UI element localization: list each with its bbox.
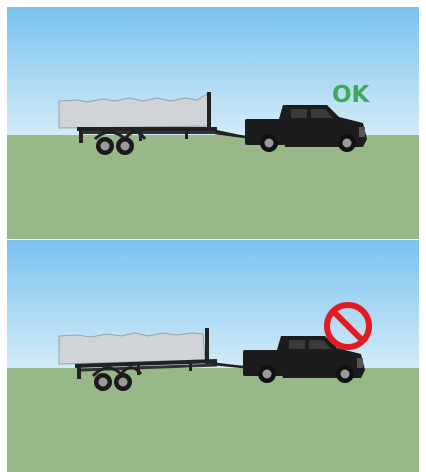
scene-tilted-trailer — [7, 240, 419, 472]
panel-not-ok — [7, 240, 419, 472]
trailer-deck — [77, 127, 217, 131]
truck-window — [289, 340, 305, 349]
panel-ok: OK — [7, 7, 419, 239]
ground — [7, 368, 419, 472]
truck-wheel — [258, 365, 276, 383]
truck-grille — [357, 358, 363, 368]
truck-wheel — [336, 365, 354, 383]
scene-level-trailer — [7, 7, 419, 239]
truck-wheel — [260, 134, 278, 152]
trailer-wheel — [94, 373, 112, 391]
trailer-load — [59, 333, 205, 364]
truck-wheel — [338, 134, 356, 152]
trailer-wheel — [116, 137, 134, 155]
ground — [7, 135, 419, 239]
trailer-wheel — [96, 137, 114, 155]
ok-status-label: OK — [332, 84, 369, 107]
truck-grille — [359, 127, 365, 137]
truck-window — [291, 109, 307, 118]
headboard — [207, 92, 211, 132]
trailer-wheel — [114, 373, 132, 391]
